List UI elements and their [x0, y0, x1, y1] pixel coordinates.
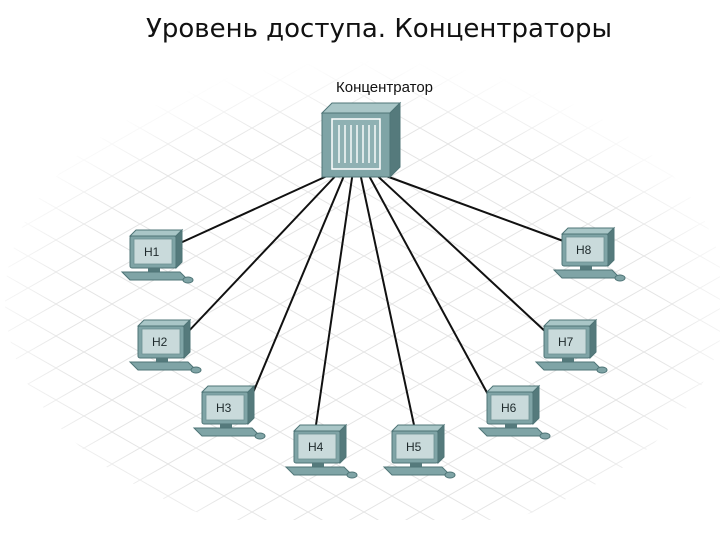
mouse-icon	[614, 274, 626, 282]
screen	[205, 394, 245, 421]
host-h6: H6	[477, 384, 551, 440]
keyboard	[534, 361, 604, 371]
host-h3: H3	[192, 384, 266, 440]
hub-label: Концентратор	[336, 79, 433, 96]
hub-top-face	[320, 102, 402, 114]
screen	[547, 328, 587, 355]
link-h7	[376, 175, 549, 335]
keyboard	[128, 361, 198, 371]
screen	[297, 433, 337, 460]
screen	[133, 238, 173, 265]
links-group	[177, 175, 567, 426]
link-h6	[368, 175, 492, 401]
host-label: H4	[308, 440, 324, 454]
keyboard	[192, 427, 262, 437]
mouse-icon	[254, 432, 266, 440]
link-h1	[177, 175, 328, 245]
host-h7: H7	[534, 318, 608, 374]
screen	[395, 433, 435, 460]
host-label: H7	[558, 335, 574, 349]
hub-device	[320, 101, 402, 179]
keyboard	[477, 427, 547, 437]
link-h3	[249, 175, 345, 401]
host-h5: H5	[382, 423, 456, 479]
mouse-icon	[182, 276, 194, 284]
host-label: H2	[152, 335, 168, 349]
hub-port-slots	[338, 125, 376, 163]
keyboard	[382, 466, 452, 476]
host-h2: H2	[128, 318, 202, 374]
mouse-icon	[539, 432, 551, 440]
host-h4: H4	[284, 423, 358, 479]
mouse-icon	[346, 471, 358, 479]
host-h8: H8	[552, 226, 626, 282]
host-label: H5	[406, 440, 422, 454]
keyboard	[284, 466, 354, 476]
screen	[141, 328, 181, 355]
mouse-icon	[444, 471, 456, 479]
hub-port-panel	[331, 118, 381, 170]
link-h4	[315, 175, 354, 426]
screen	[565, 236, 605, 263]
mouse-icon	[596, 366, 608, 374]
link-h5	[359, 175, 415, 426]
keyboard	[552, 269, 622, 279]
hub-side-face	[389, 101, 401, 179]
link-h2	[185, 175, 337, 335]
slide-title: Уровень доступа. Концентраторы	[146, 14, 613, 44]
host-label: H3	[216, 401, 232, 415]
host-label: H6	[501, 401, 517, 415]
host-h1: H1	[120, 228, 194, 284]
host-label: H1	[144, 245, 160, 259]
link-h8	[385, 175, 567, 243]
screen	[490, 394, 530, 421]
mouse-icon	[190, 366, 202, 374]
keyboard	[120, 271, 190, 281]
host-label: H8	[576, 243, 592, 257]
